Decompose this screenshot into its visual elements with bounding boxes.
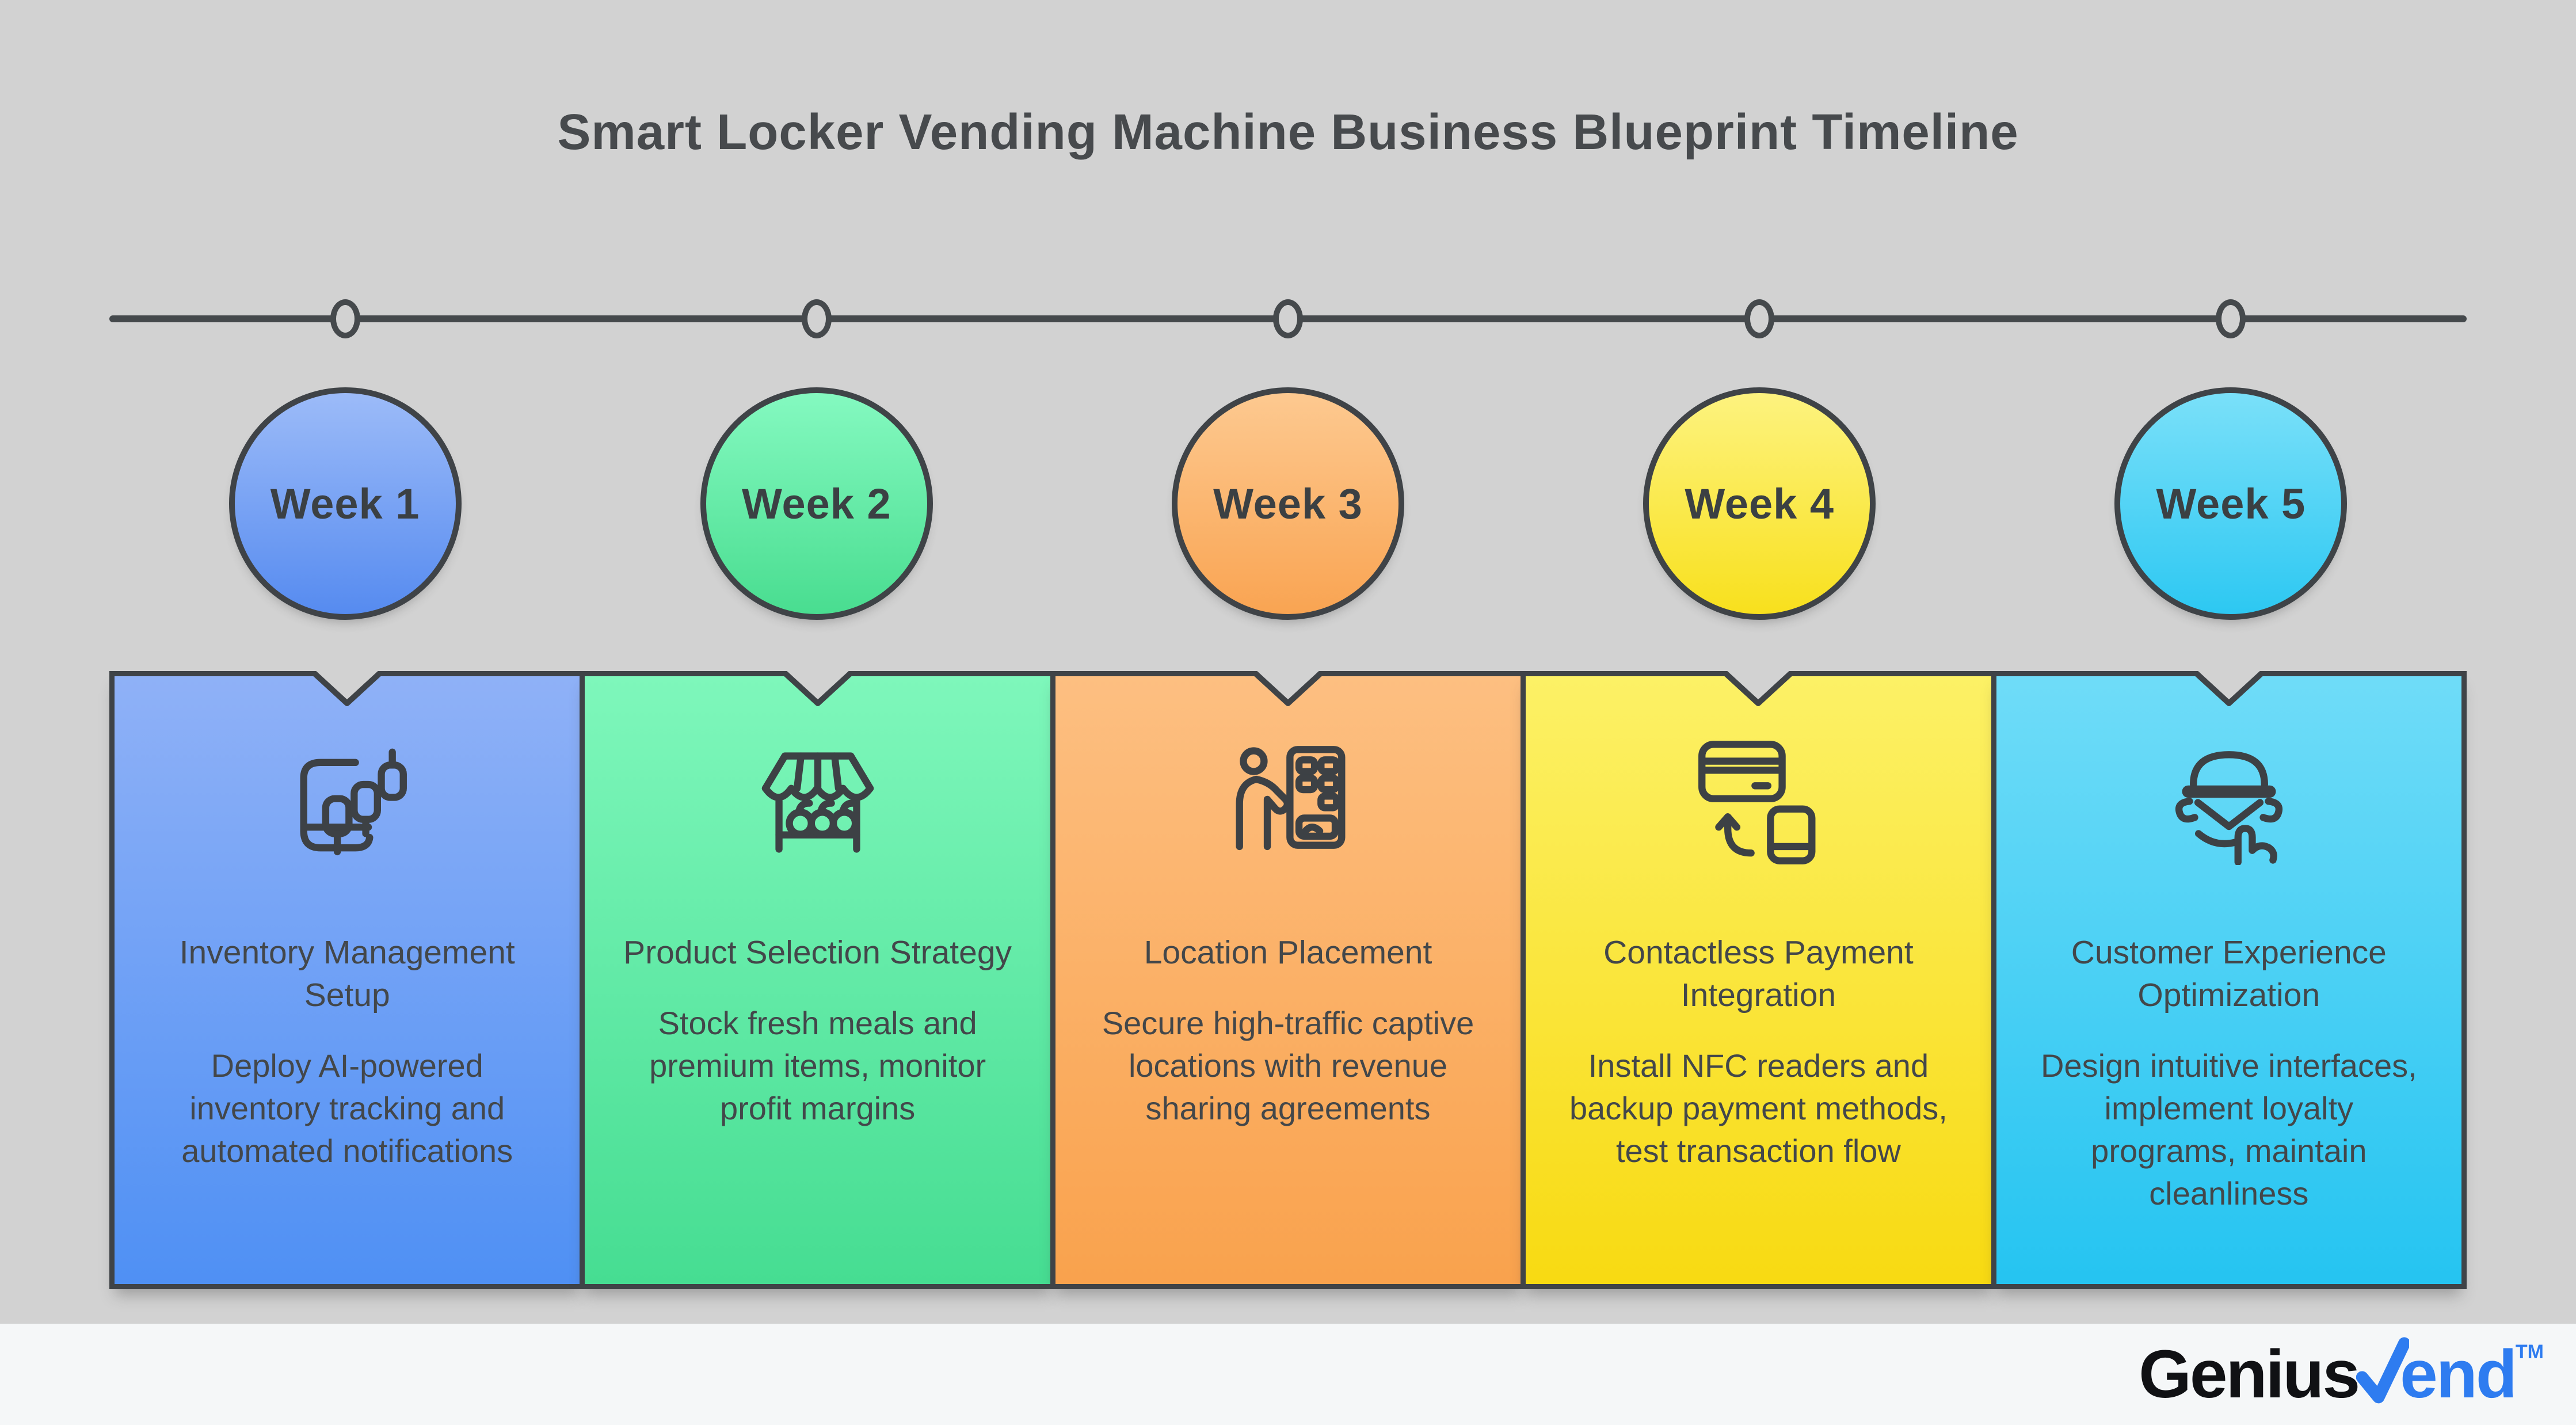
card-title: Product Selection Strategy	[623, 934, 1012, 971]
page-title: Smart Locker Vending Machine Business Bl…	[557, 104, 2019, 160]
timeline-marker	[330, 299, 360, 338]
card-body: Stock fresh meals and premium items, mon…	[649, 1005, 986, 1126]
timeline-marker-column	[581, 299, 1052, 338]
week-circle: Week 1	[228, 387, 462, 620]
timeline-marker-column	[1052, 299, 1523, 338]
week-circle-label: Week 3	[1213, 479, 1363, 528]
card-body: Design intuitive interfaces, implement l…	[2041, 1047, 2417, 1211]
card-notch	[2193, 671, 2265, 706]
card-text: Product Selection Strategy Stock fresh m…	[611, 931, 1023, 1130]
card-text: Inventory Management Setup Deploy AI-pow…	[141, 931, 553, 1172]
card-text: Contactless Payment Integration Install …	[1552, 931, 1964, 1172]
card-notch	[1723, 671, 1794, 706]
week-circle-column: Week 2	[581, 387, 1052, 620]
week-card: Contactless Payment Integration Install …	[1521, 671, 1996, 1289]
week-circle-label: Week 4	[1685, 479, 1835, 528]
brand-checkmark-icon	[2356, 1337, 2410, 1404]
week-circle-column: Week 5	[1995, 387, 2467, 620]
phone-candlestick-chart-icon	[279, 735, 415, 865]
card-title: Location Placement	[1144, 934, 1432, 971]
timeline-marker-column	[1995, 299, 2467, 338]
week-circle-label: Week 2	[741, 479, 891, 528]
card-notch	[311, 671, 383, 706]
market-stall-icon	[750, 735, 886, 865]
week-cards: Inventory Management Setup Deploy AI-pow…	[109, 671, 2467, 1289]
card-body: Install NFC readers and backup payment m…	[1569, 1047, 1948, 1169]
timeline-marker-column	[109, 299, 581, 338]
week-card: Product Selection Strategy Stock fresh m…	[580, 671, 1055, 1289]
brand-logo: Genius end TM	[2139, 1335, 2544, 1413]
week-card: Customer Experience Optimization Design …	[1991, 671, 2467, 1289]
week-circle: Week 2	[700, 387, 933, 620]
timeline-marker	[1744, 299, 1775, 338]
card-body: Secure high-traffic captive locations wi…	[1102, 1005, 1474, 1126]
card-title: Contactless Payment Integration	[1603, 934, 1914, 1013]
card-text: Customer Experience Optimization Design …	[2023, 931, 2435, 1215]
card-title: Customer Experience Optimization	[2071, 934, 2387, 1013]
brand-trademark-text: TM	[2515, 1341, 2544, 1363]
week-circle-label: Week 1	[270, 479, 420, 528]
week-circle: Week 3	[1172, 387, 1404, 620]
timeline-marker	[1273, 299, 1303, 338]
card-title: Inventory Management Setup	[179, 934, 515, 1013]
timeline-marker-column	[1524, 299, 1995, 338]
card-notch	[1252, 671, 1324, 706]
week-circle-column: Week 1	[109, 387, 581, 620]
week-circle-label: Week 5	[2156, 479, 2306, 528]
card-body: Deploy AI-powered inventory tracking and…	[181, 1047, 513, 1169]
week-card: Location Placement Secure high-traffic c…	[1050, 671, 1526, 1289]
card-text: Location Placement Secure high-traffic c…	[1082, 931, 1494, 1130]
card-notch	[782, 671, 853, 706]
timeline-markers	[109, 299, 2467, 338]
timeline-marker	[2216, 299, 2246, 338]
footer-bar: Genius end TM	[0, 1324, 2576, 1425]
week-circle: Week 5	[2114, 387, 2348, 620]
week-circle-column: Week 4	[1524, 387, 1995, 620]
week-circle-column: Week 3	[1052, 387, 1523, 620]
week-circles: Week 1 Week 2 Week 3 Week 4 Week 5	[109, 387, 2467, 620]
week-circle: Week 4	[1643, 387, 1876, 620]
brand-genius-text: Genius	[2139, 1336, 2360, 1412]
person-vending-machine-icon	[1220, 735, 1356, 865]
timeline-marker	[801, 299, 832, 338]
week-card: Inventory Management Setup Deploy AI-pow…	[109, 671, 585, 1289]
burger-in-hand-icon	[2161, 735, 2297, 865]
brand-vend-text: end	[2400, 1336, 2517, 1412]
card-to-phone-payment-icon	[1690, 735, 1826, 865]
